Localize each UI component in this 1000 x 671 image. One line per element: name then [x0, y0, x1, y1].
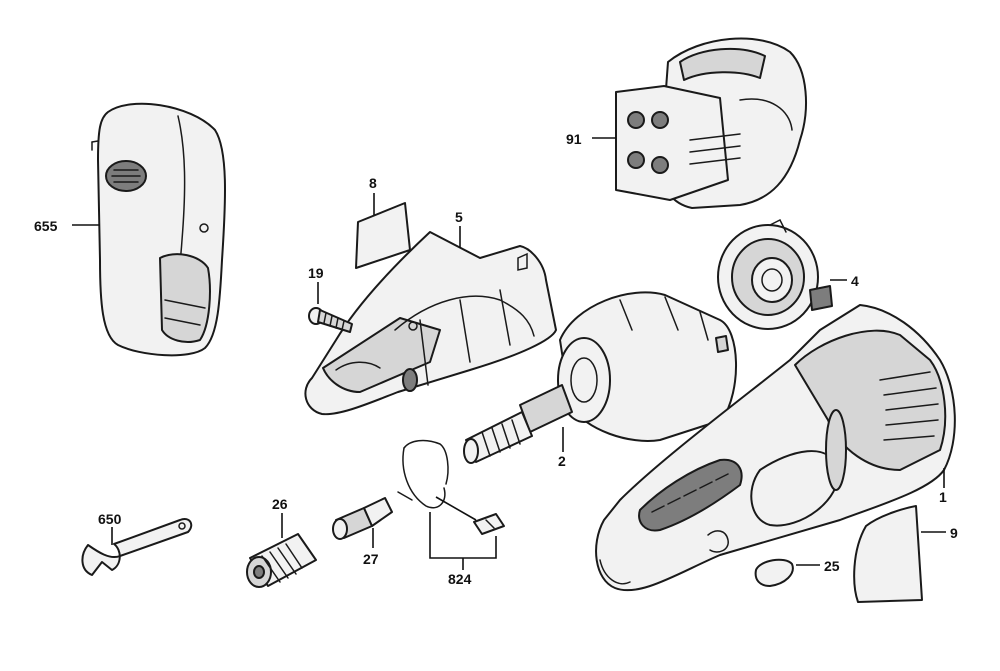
part-5-housing-half [304, 231, 557, 416]
part-650-wrench [81, 518, 193, 576]
part-9-label [853, 505, 923, 603]
callout-25: 25 [824, 558, 840, 574]
callout-91: 91 [566, 131, 582, 147]
callout-9: 9 [950, 525, 958, 541]
callout-4: 4 [851, 273, 859, 289]
part-2-motor [463, 291, 738, 464]
part-824-retaining-ring [397, 439, 505, 535]
callout-1: 1 [939, 489, 947, 505]
callout-27: 27 [363, 551, 379, 567]
callout-8: 8 [369, 175, 377, 191]
callout-824: 824 [448, 571, 472, 587]
callout-2: 2 [558, 453, 566, 469]
callout-5: 5 [455, 209, 463, 225]
part-25-button [754, 558, 794, 587]
callout-655: 655 [34, 218, 58, 234]
part-26-collet-nut [246, 533, 317, 588]
part-1-tool-housing [595, 304, 956, 592]
callout-19: 19 [308, 265, 324, 281]
part-19-screw [308, 307, 353, 333]
part-4-end-cap [717, 218, 833, 330]
part-27-collet [332, 497, 393, 540]
callout-650: 650 [98, 511, 122, 527]
part-91-battery-pack [615, 37, 807, 209]
part-655-charger [91, 102, 227, 357]
callout-26: 26 [272, 496, 288, 512]
leader-824 [429, 512, 497, 570]
